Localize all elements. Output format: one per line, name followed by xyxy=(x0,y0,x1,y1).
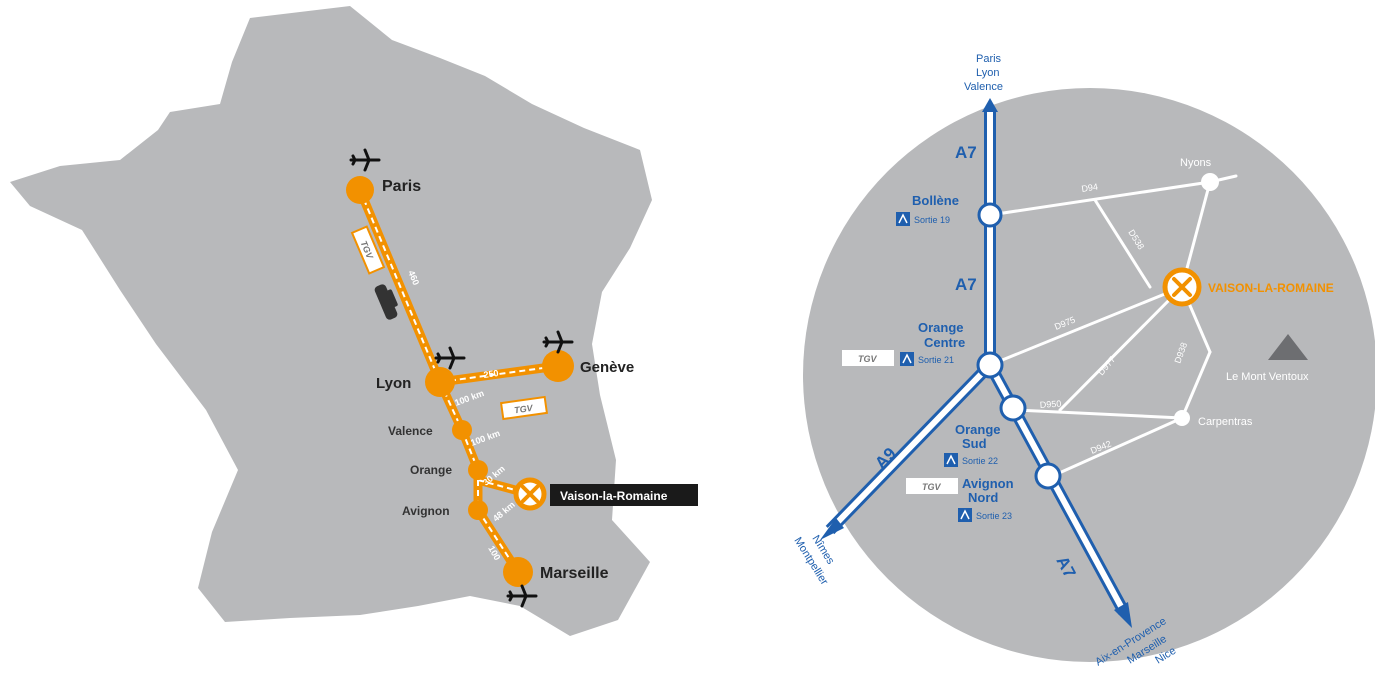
airplane-icon-paris xyxy=(349,148,381,172)
regional-land xyxy=(803,88,1375,662)
tgv-label-orange: TGV xyxy=(858,354,877,364)
france-map: 460 100 km 250 100 km 30 km 48 km 100 TG… xyxy=(10,6,698,636)
highway-a7-north xyxy=(982,98,998,365)
city-dot-paris xyxy=(346,176,374,204)
exit-label-orange-sud-2: Sud xyxy=(962,436,987,451)
arrow-southwest-icon xyxy=(820,518,844,540)
exit-number-orange-sud: Sortie 22 xyxy=(962,456,998,466)
exit-label-orange-sud-1: Orange xyxy=(955,422,1001,437)
city-dot-marseille xyxy=(503,557,533,587)
airplane-icon-marseille xyxy=(506,584,538,608)
road-d94: D94 xyxy=(1081,182,1099,194)
highway-a9 xyxy=(820,360,995,540)
west-destinations: Nîmes Montpellier xyxy=(791,533,836,587)
airplane-icon-geneve xyxy=(542,330,574,354)
city-label-valence: Valence xyxy=(388,424,433,438)
france-land xyxy=(10,6,652,636)
vaison-label: Vaison-la-Romaine xyxy=(560,489,668,503)
car-icon xyxy=(374,284,398,320)
exit-badge-orange-sud: Sortie 22 xyxy=(944,453,998,467)
city-label-geneve: Genève xyxy=(580,359,634,376)
highway-label-a7-north: A7 xyxy=(955,143,977,162)
road-d950: D950 xyxy=(1039,399,1061,410)
exit-number-bollene: Sortie 19 xyxy=(914,215,950,225)
exit-badge-bollene: Sortie 19 xyxy=(896,212,950,226)
landmark-label: Le Mont Ventoux xyxy=(1226,371,1309,383)
city-label-lyon: Lyon xyxy=(376,375,411,392)
vaison-marker xyxy=(513,477,547,511)
city-dot-avignon xyxy=(468,500,488,520)
destination-label: VAISON-LA-ROMAINE xyxy=(1208,281,1334,295)
exit-badge-avignon-nord: TGV Sortie 23 xyxy=(906,478,1012,522)
highway-label-a7-middle: A7 xyxy=(955,275,977,294)
city-label-orange: Orange xyxy=(410,463,452,477)
north-destinations: Paris Lyon Valence xyxy=(964,53,1003,93)
town-node-nyons xyxy=(1201,173,1219,191)
exit-node-bollene xyxy=(977,202,1003,228)
highway-sign-icon xyxy=(946,454,956,465)
highway-sign-icon xyxy=(902,353,912,364)
svg-text:TGV: TGV xyxy=(514,403,535,416)
vaison-label-box: Vaison-la-Romaine xyxy=(550,484,698,506)
town-label-nyons: Nyons xyxy=(1180,157,1212,169)
exit-node-orange-centre xyxy=(976,351,1004,379)
city-dot-lyon xyxy=(425,367,455,397)
vaison-regional-marker xyxy=(1162,267,1202,307)
close-x-icon xyxy=(521,485,539,503)
north-destination-3: Valence xyxy=(964,81,1003,93)
exit-number-orange-centre: Sortie 21 xyxy=(918,355,954,365)
city-label-avignon: Avignon xyxy=(402,504,450,518)
highway-sign-icon xyxy=(898,213,908,224)
north-destination-2: Lyon xyxy=(976,67,999,79)
regional-map: D94 D538 D975 D977 D938 D950 D942 xyxy=(791,53,1375,669)
exit-label-orange-centre-1: Orange xyxy=(918,320,964,335)
town-node-carpentras xyxy=(1174,410,1190,426)
town-label-carpentras: Carpentras xyxy=(1198,416,1253,428)
exit-number-avignon-nord: Sortie 23 xyxy=(976,511,1012,521)
city-dot-orange xyxy=(468,460,488,480)
arrow-up-icon xyxy=(982,98,998,112)
tgv-badge-paris-lyon: TGV xyxy=(350,225,386,275)
exit-label-orange-centre-2: Centre xyxy=(924,335,965,350)
highway-sign-icon xyxy=(960,509,970,520)
exit-label-avignon-nord-1: Avignon xyxy=(962,476,1014,491)
exit-label-bollene: Bollène xyxy=(912,193,959,208)
city-dot-valence xyxy=(452,420,472,440)
tgv-badge-lyon-geneve: TGV xyxy=(499,395,549,421)
city-dot-geneve xyxy=(542,350,574,382)
exit-node-avignon-nord xyxy=(1034,462,1062,490)
tgv-label-avignon: TGV xyxy=(922,482,941,492)
close-x-icon xyxy=(1172,277,1192,297)
city-label-marseille: Marseille xyxy=(540,565,609,582)
airplane-icon-lyon xyxy=(434,346,466,370)
exit-label-avignon-nord-2: Nord xyxy=(968,490,998,505)
north-destination-1: Paris xyxy=(976,53,1002,65)
mountain-icon xyxy=(1268,334,1308,360)
city-label-paris: Paris xyxy=(382,178,421,195)
arrow-southeast-icon xyxy=(1114,602,1132,628)
exit-badge-orange-centre: TGV Sortie 21 xyxy=(842,350,954,366)
distance-lyon-geneve: 250 xyxy=(483,368,499,380)
exit-node-orange-sud xyxy=(999,394,1027,422)
